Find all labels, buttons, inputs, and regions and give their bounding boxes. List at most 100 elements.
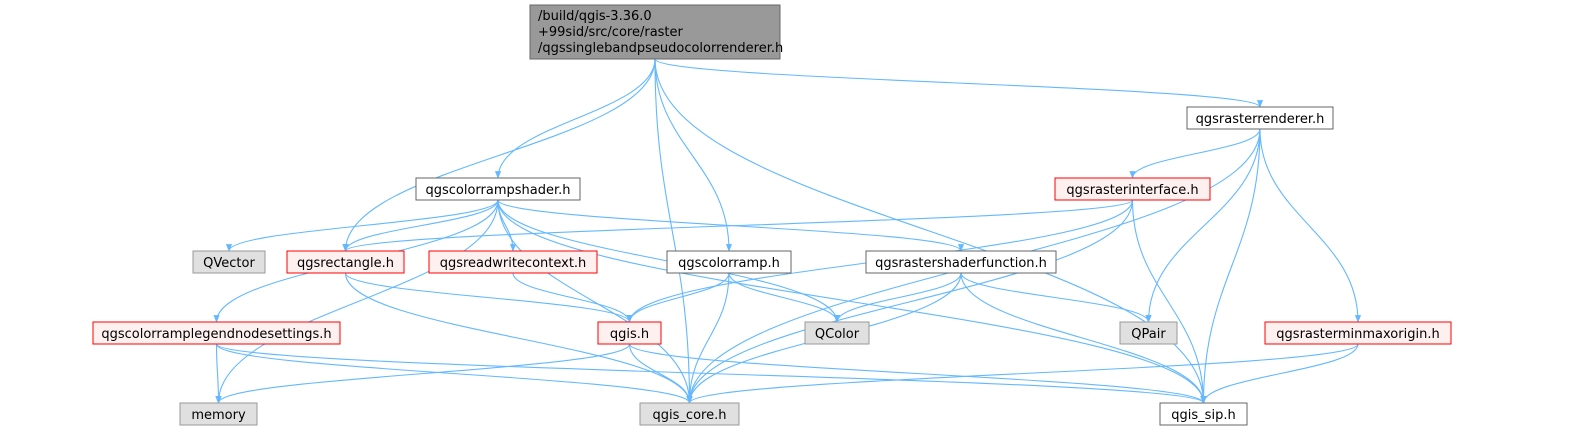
edge-path xyxy=(960,272,1152,323)
edge-root-to-qgsrectangle xyxy=(342,58,656,252)
edge-qgscolorramp-to-qcolor xyxy=(728,272,841,323)
node-label: qgscolorramplegendnodesettings.h xyxy=(101,327,331,342)
node-box xyxy=(639,402,740,426)
node-label: qgis.h xyxy=(610,327,649,342)
node-box xyxy=(1186,106,1334,130)
node-qgscolorramp[interactable]: qgscolorramp.h xyxy=(666,250,792,274)
edge-qgscolorramp-to-qgis xyxy=(626,272,730,323)
node-label: qgis_core.h xyxy=(653,408,727,423)
node-label: memory xyxy=(191,408,246,423)
node-box xyxy=(1159,402,1248,426)
edge-path xyxy=(833,272,962,323)
node-box xyxy=(804,321,870,345)
edge-qgsrasterrenderer-to-qgsrasterinterface xyxy=(1129,128,1261,179)
edge-qgscolorrampshader-to-qvector xyxy=(226,199,499,252)
edge-root-to-qgis_sip xyxy=(654,58,1207,404)
edge-path xyxy=(342,199,499,252)
node-label: /qgssinglebandpseudocolorrenderer.h xyxy=(538,41,783,56)
edge-qgscolorrampshader-to-qgis_sip xyxy=(497,199,1207,404)
edge-path xyxy=(626,272,730,323)
edge-qgscolorramp-to-qgis_core xyxy=(686,272,730,404)
edge-qgscolorrampshader-to-qgis_core xyxy=(497,199,693,404)
edge-path xyxy=(342,199,1134,252)
edge-qgscolorramplegendnodesettings-to-qgis_sip xyxy=(215,343,1207,404)
edge-qgsrasterminmaxorigin-to-qgis_sip xyxy=(1200,343,1359,404)
node-qgsrasterinterface[interactable]: qgsrasterinterface.h xyxy=(1054,177,1211,201)
edge-path xyxy=(512,272,633,323)
edge-qgis-to-qgis_core xyxy=(628,343,693,404)
node-qgscolorrampshader[interactable]: qgscolorrampshader.h xyxy=(415,177,581,201)
node-box xyxy=(1264,321,1452,345)
edge-path xyxy=(1200,343,1359,404)
node-label: qgsreadwritecontext.h xyxy=(440,256,587,271)
node-qgscolorramplegendnodesettings[interactable]: qgscolorramplegendnodesettings.h xyxy=(92,321,341,345)
edge-qgscolorramplegendnodesettings-to-qgis_core xyxy=(215,343,693,404)
edge-path xyxy=(497,199,693,404)
node-label: qgscolorramp.h xyxy=(678,256,780,271)
node-label: qgsrastershaderfunction.h xyxy=(875,256,1047,271)
edge-qgsreadwritecontext-to-qgis xyxy=(512,272,633,323)
node-qcolor: QColor xyxy=(804,321,870,345)
edge-qgsrastershaderfunction-to-qpair xyxy=(960,272,1152,323)
node-root[interactable]: /build/qgis-3.36.0+99sid/src/core/raster… xyxy=(529,4,783,60)
edge-qgscolorramplegendnodesettings-to-memory xyxy=(215,343,222,404)
node-label: QVector xyxy=(203,256,255,271)
edge-path xyxy=(654,58,1207,404)
node-qgsrasterrenderer[interactable]: qgsrasterrenderer.h xyxy=(1186,106,1334,130)
node-box xyxy=(597,321,662,345)
edge-path xyxy=(215,343,631,404)
edge-qgsrasterrenderer-to-qgis_sip xyxy=(1200,128,1261,404)
edge-qgsrastershaderfunction-to-qgis_sip xyxy=(960,272,1207,404)
edge-qgsrasterrenderer-to-qpair xyxy=(1145,128,1261,323)
edge-path xyxy=(342,58,656,252)
node-memory: memory xyxy=(179,402,258,426)
node-box xyxy=(529,4,781,60)
edge-path xyxy=(1145,128,1261,323)
edge-path xyxy=(497,199,1207,404)
node-qgis[interactable]: qgis.h xyxy=(597,321,662,345)
node-qgis_core: qgis_core.h xyxy=(639,402,740,426)
node-qgsreadwritecontext[interactable]: qgsreadwritecontext.h xyxy=(428,250,598,274)
edge-qgscolorrampshader-to-qgsrastershaderfunction xyxy=(497,199,964,252)
node-qpair: QPair xyxy=(1119,321,1178,345)
edge-qgsrasterinterface-to-qgis_core xyxy=(686,199,1134,404)
node-box xyxy=(286,250,405,274)
edge-qgsrectangle-to-qgis_core xyxy=(344,272,693,404)
node-qgsrastershaderfunction[interactable]: qgsrastershaderfunction.h xyxy=(865,250,1057,274)
edge-path xyxy=(215,343,222,404)
edge-qgsrasterrenderer-to-qgsrasterminmaxorigin xyxy=(1259,128,1362,323)
node-qgsrasterminmaxorigin[interactable]: qgsrasterminmaxorigin.h xyxy=(1264,321,1452,345)
node-box xyxy=(666,250,792,274)
edge-path xyxy=(628,343,693,404)
node-qvector: QVector xyxy=(192,250,266,274)
node-label: /build/qgis-3.36.0 xyxy=(538,9,652,24)
edge-path xyxy=(1200,128,1261,404)
node-label: qgscolorrampshader.h xyxy=(425,183,570,198)
edge-path xyxy=(960,272,1207,404)
edge-path xyxy=(226,199,499,252)
edge-path xyxy=(654,58,693,404)
edge-path xyxy=(1259,128,1362,323)
node-label: qgsrectangle.h xyxy=(297,256,394,271)
edge-qgscolorrampshader-to-qgsrectangle xyxy=(342,199,499,252)
node-box xyxy=(92,321,341,345)
edge-path xyxy=(628,343,1207,404)
edge-path xyxy=(686,272,730,404)
node-box xyxy=(1054,177,1211,201)
node-label: qgsrasterminmaxorigin.h xyxy=(1276,327,1439,342)
edge-qgsrectangle-to-qgis xyxy=(344,272,633,323)
node-label: qgsrasterrenderer.h xyxy=(1196,112,1325,127)
node-qgsrectangle[interactable]: qgsrectangle.h xyxy=(286,250,405,274)
edge-root-to-qgscolorrampshader xyxy=(494,58,656,179)
node-box xyxy=(428,250,598,274)
edge-path xyxy=(728,272,841,323)
edge-path xyxy=(215,199,499,404)
node-label: QPair xyxy=(1131,327,1166,342)
edge-path xyxy=(686,199,1134,404)
edge-path xyxy=(215,343,693,404)
edge-qgsrasterinterface-to-qgis_sip xyxy=(1131,199,1207,404)
node-qgis_sip[interactable]: qgis_sip.h xyxy=(1159,402,1248,426)
edge-path xyxy=(215,343,1207,404)
edge-path xyxy=(494,58,656,179)
